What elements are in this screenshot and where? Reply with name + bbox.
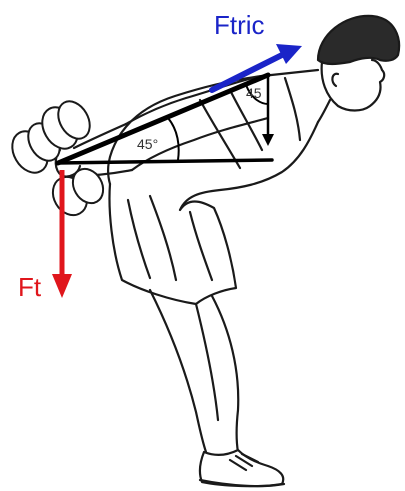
neck [318, 100, 330, 122]
ft-arrowhead [52, 274, 72, 298]
angle-label-lower: 45° [137, 136, 158, 152]
ear [332, 74, 338, 86]
angle-label-upper: 45 [246, 85, 262, 101]
head [322, 60, 385, 111]
shirt-fold-2 [200, 100, 240, 168]
vertical-arrowhead [262, 134, 274, 146]
ftric-label: Ftric [214, 10, 265, 40]
chest-outline [180, 122, 318, 210]
upper-arm-top [126, 76, 262, 124]
ft-label: Ft [18, 272, 42, 302]
leg-front [212, 296, 238, 452]
hair [318, 16, 399, 64]
ftric-arrow [212, 44, 302, 90]
leg-inner [196, 304, 218, 420]
horizontal-line [58, 160, 272, 163]
person-figure [56, 16, 399, 486]
angle-arc-lower [168, 118, 179, 160]
shirt-fold-3 [285, 78, 300, 140]
